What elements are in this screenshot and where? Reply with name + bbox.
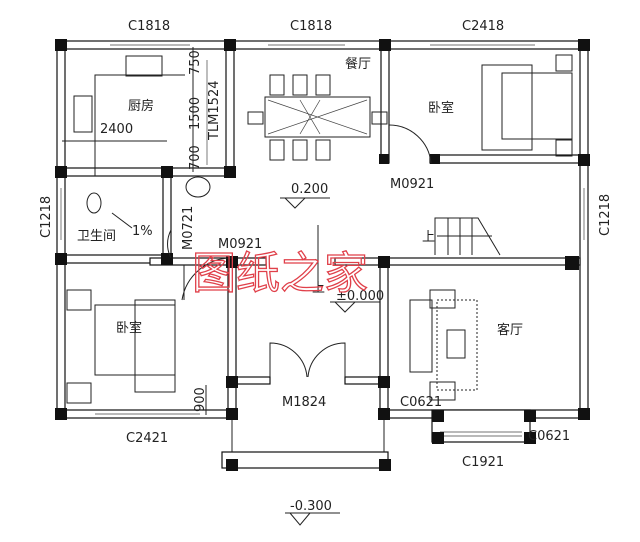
watermark: 图纸之家 — [192, 248, 368, 299]
elevation-outside: -0.300 — [290, 499, 332, 514]
sofa-set — [409, 289, 478, 401]
room-label-living: 客厅 — [497, 322, 523, 338]
columns — [55, 39, 590, 471]
room-label-bathroom: 卫生间 — [77, 229, 116, 244]
door-label-hall: M0921 — [218, 237, 262, 252]
window-label-top-middle: C1818 — [290, 19, 332, 34]
door-swings — [167, 60, 432, 378]
door-label-kitchen: TLM1524 — [207, 81, 222, 141]
dining-table — [247, 74, 388, 161]
window-label-living-right: C0621 — [528, 429, 570, 444]
door-label-entrance: M1824 — [282, 395, 326, 410]
window-label-top-right: C2418 — [462, 19, 504, 34]
door-label-bedroom-ne: M0921 — [390, 177, 434, 192]
bed-ne — [481, 54, 573, 157]
elevation-dining: 0.200 — [291, 182, 328, 197]
dim-kitchen-width: 2400 — [100, 122, 133, 137]
elevation-hall: ±0.000 — [336, 289, 384, 304]
door-label-bathroom: M0721 — [181, 206, 196, 250]
dim-bedroom-sw: 900 — [193, 387, 208, 412]
dim-kitchen-mid: 1500 — [188, 97, 203, 130]
dimension-lines — [62, 47, 380, 526]
bed-sw — [66, 289, 176, 404]
stairs — [434, 217, 501, 256]
stair-up-label: 上 — [422, 230, 435, 245]
room-label-bedroom-sw: 卧室 — [116, 320, 142, 336]
room-label-bedroom-ne: 卧室 — [428, 100, 454, 116]
hall-up-label: 上 — [312, 281, 325, 296]
room-label-kitchen: 厨房 — [128, 98, 154, 114]
window-label-right: C1218 — [598, 194, 613, 236]
window-label-bottom-right: C1921 — [462, 455, 504, 470]
window-label-top-left: C1818 — [128, 19, 170, 34]
window-marks — [60, 44, 585, 415]
toilet — [86, 176, 211, 214]
window-label-bottom-left: C2421 — [126, 431, 168, 446]
window-label-left: C1218 — [39, 196, 54, 238]
room-label-dining: 餐厅 — [345, 56, 371, 72]
dim-kitchen-top: 750 — [188, 50, 203, 75]
dim-kitchen-bottom: 700 — [188, 145, 203, 170]
slope-label: 1% — [132, 224, 153, 239]
kitchen-counter — [73, 55, 185, 176]
window-label-living-left: C0621 — [400, 395, 442, 410]
